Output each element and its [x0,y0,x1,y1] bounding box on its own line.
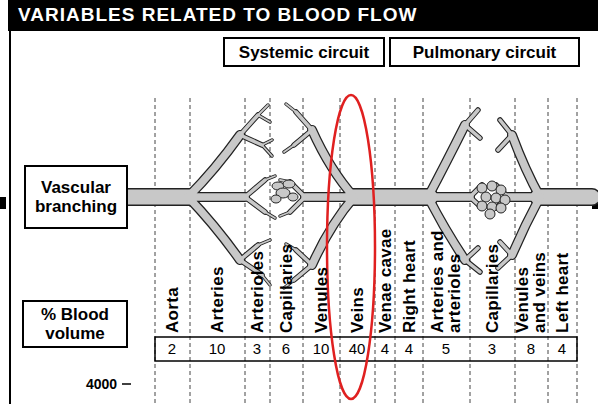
axis-tick [122,383,131,385]
capillary [491,193,501,203]
column-divider [548,98,549,404]
box-label: Systemic circuit [226,43,382,62]
vessel-label: Arteries and arterioles [429,203,463,333]
volume-percent: 4 [542,341,582,357]
frame-line [9,0,11,404]
vessel-label: Capillaries [278,244,295,333]
capillary [283,180,295,188]
volume-percent: 6 [266,341,306,357]
volume-percent: 4 [389,341,429,357]
vessel-label: Veins [349,287,366,333]
vessel-label: Aorta [164,287,181,333]
column-divider [470,98,471,404]
circuit-label-box: Pulmonary circuit [389,37,580,67]
vessel-label: Capillaries [484,244,501,333]
column-divider [245,98,246,404]
capillary [485,209,495,219]
edge-marker [0,197,6,209]
vessel-label: Venules [313,267,330,333]
axis-tick-label: 4000 [86,376,117,392]
box-label: Pulmonary circuit [392,43,577,62]
volume-percent: 40 [337,341,377,357]
volume-percent: 5 [426,341,466,357]
capillary [288,193,298,201]
volume-row-frame [155,337,577,361]
capillary [496,203,506,213]
row-heading-box: % Blood volume [22,300,128,348]
column-divider [270,98,271,404]
row-heading-box: Vascular branching [24,165,128,229]
column-divider [190,98,191,404]
column-dividers [155,98,577,404]
vessel-label: Arteries [209,266,226,333]
capillary-bed [271,180,298,203]
capillary [481,192,491,202]
capillary [271,195,281,203]
capillary-bed [477,181,510,219]
volume-percent: 10 [301,341,341,357]
volume-percent: 2 [152,341,192,357]
column-divider [340,98,341,404]
volume-percent: 4 [365,341,405,357]
volume-percent: 10 [197,341,237,357]
capillary [487,181,497,191]
capillary [477,183,487,193]
volume-percent: 3 [237,341,277,357]
column-divider [303,98,304,404]
column-divider [395,98,396,404]
vessel-label: Arterioles [249,251,266,333]
title-band [8,0,598,31]
box-label: Vascular branching [30,178,122,216]
vessel-tree [128,104,592,288]
title-text: VARIABLES RELATED TO BLOOD FLOW [18,4,417,26]
circuit-label-box: Systemic circuit [223,37,385,67]
vessel-label: Left heart [554,253,571,333]
vessel-label: Venae cavae [377,229,394,333]
box-label: % Blood volume [34,305,116,343]
column-divider [423,98,424,404]
vessel-label: Right heart [401,240,418,333]
volume-percent: 8 [511,341,551,357]
capillary [477,201,487,211]
volume-percent: 3 [472,341,512,357]
vessel-label: Venules and veins [514,243,548,333]
